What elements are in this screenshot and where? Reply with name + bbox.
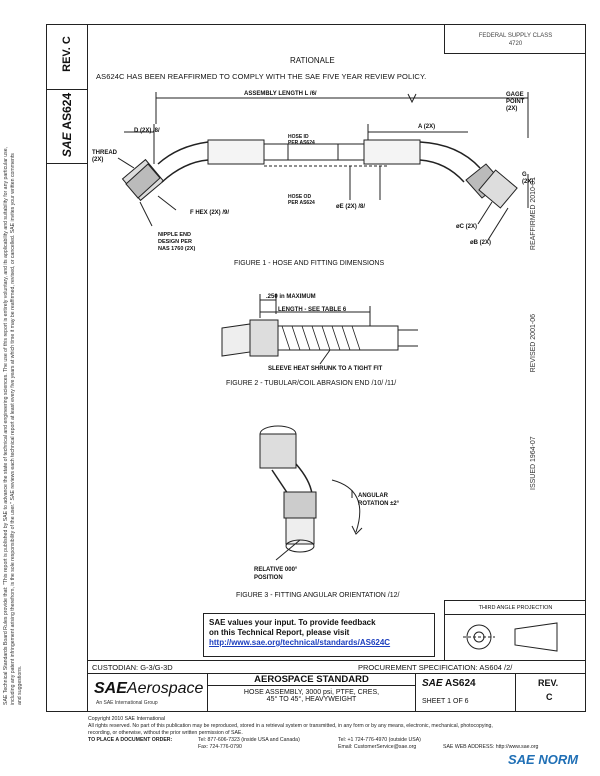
d-dimension-label: D (2X) /8/ <box>134 128 160 134</box>
rev-box-top: REV. C <box>46 24 88 90</box>
rights-text-2: recording, or otherwise, without the pri… <box>88 730 243 736</box>
rev-label: REV. <box>61 47 73 72</box>
rights-text: All rights reserved. No part of this pub… <box>88 723 493 729</box>
title-block: SAEAerospace An SAE International Group … <box>88 674 586 712</box>
title-rev-value: C <box>546 692 553 702</box>
e-dimension-label: øE (2X) /8/ <box>336 204 366 210</box>
figure-3-drawing <box>259 425 363 561</box>
order-email: Email: CustomerService@sae.org <box>338 744 417 750</box>
feedback-box: SAE values your input. To provide feedba… <box>203 613 435 657</box>
federal-class-label: FEDERAL SUPPLY CLASS <box>478 33 553 39</box>
side-note-text: SAE Technical Standards Board Rules prov… <box>3 146 23 705</box>
order-tel: Tel: 877-606-7323 (inside USA and Canada… <box>198 737 300 743</box>
title-center: AEROSPACE STANDARD HOSE ASSEMBLY, 3000 p… <box>208 674 416 712</box>
b-dimension-label: øB (2X) <box>470 240 491 246</box>
f-hex-label: F HEX (2X) /9/ <box>190 210 230 216</box>
angular-rotation-label: ANGULAR ROTATION ±2° <box>358 493 400 507</box>
figure-1-caption: FIGURE 1 - HOSE AND FITTING DIMENSIONS <box>234 260 385 267</box>
feedback-line-1: SAE values your input. To provide feedba… <box>209 618 376 627</box>
custodian-row: CUSTODIAN: G-3/G-3D PROCUREMENT SPECIFIC… <box>88 660 586 674</box>
revised-date: REVISED 2001-06 <box>530 314 537 373</box>
gage-point-label: GAGE POINT (2X) <box>506 92 525 112</box>
rationale-text: AS624C HAS BEEN REAFFIRMED TO COMPLY WIT… <box>96 72 427 81</box>
figure-3-caption: FIGURE 3 - FITTING ANGULAR ORIENTATION /… <box>236 592 400 599</box>
third-angle-projection-box: THIRD ANGLE PROJECTION <box>444 600 586 660</box>
sheet-label: SHEET 1 OF 6 <box>422 698 469 705</box>
figure-1-drawing <box>117 92 529 241</box>
brand-sae: SAE <box>94 680 127 697</box>
footer: Copyright 2010 SAE International All rig… <box>88 716 588 751</box>
sae-doc-number-vertical: SAE AS624 <box>46 90 88 164</box>
third-angle-label: THIRD ANGLE PROJECTION <box>445 601 586 615</box>
sae-mark: SAE <box>60 132 74 158</box>
figure-2-max-label: .250 in MAXIMUM <box>266 294 316 300</box>
rev-value: C <box>61 36 73 45</box>
nipple-end-label: NIPPLE END DESIGN PER NAS 1760 (2X) <box>158 232 196 252</box>
brand-sub: An SAE International Group <box>96 700 158 706</box>
hose-id-label: HOSE ID PER AS624 <box>288 134 315 146</box>
page-frame <box>46 24 586 712</box>
thread-label: THREAD (2X) <box>92 150 117 163</box>
title-rev-label: REV. <box>538 678 559 688</box>
title-line-1: HOSE ASSEMBLY, 3000 psi, PTFE, CRES, <box>243 689 380 696</box>
left-column: REV. C SAE AS624 <box>46 24 88 712</box>
order-label: TO PLACE A DOCUMENT ORDER: <box>88 737 173 743</box>
aerospace-standard-label: AEROSPACE STANDARD <box>208 674 415 686</box>
hose-od-label: HOSE OD PER AS624 <box>288 194 315 206</box>
order-tel-2: Tel: +1 724-776-4970 (outside USA) <box>338 737 421 743</box>
title-line-2: 45° TO 45°, HEAVYWEIGHT <box>266 696 357 703</box>
procurement-text: PROCUREMENT SPECIFICATION: AS604 /2/ <box>358 663 513 672</box>
figure-2-caption: FIGURE 2 - TUBULAR/COIL ABRASION END /10… <box>226 380 397 387</box>
federal-supply-class-box: FEDERAL SUPPLY CLASS 4720 <box>444 24 586 54</box>
c-dimension-label: øC (2X) <box>456 224 477 230</box>
g-dimension-label: G (2X) <box>522 172 534 185</box>
title-sae-mark: SAE <box>422 678 443 689</box>
third-angle-symbol-icon <box>463 622 558 652</box>
web-address[interactable]: SAE WEB ADDRESS: http://www.sae.org <box>443 744 539 750</box>
rev-box-bottom: REV. C <box>516 674 586 712</box>
sae-norm-watermark: SAE NORM <box>508 752 579 767</box>
issued-date: ISSUED 1964-07 <box>530 436 537 490</box>
brand-aerospace: Aerospace <box>126 680 204 697</box>
doc-number-box: SAE AS624 SHEET 1 OF 6 <box>416 674 516 712</box>
copyright-text: Copyright 2010 SAE International <box>88 716 165 722</box>
relative-position-label: RELATIVE 000° POSITION <box>254 567 298 581</box>
custodian-text: CUSTODIAN: G-3/G-3D <box>92 663 173 672</box>
federal-class-value: 4720 <box>508 41 523 47</box>
assembly-length-label: ASSEMBLY LENGTH L /6/ <box>244 91 317 97</box>
sae-aerospace-logo: SAEAerospace An SAE International Group <box>88 674 208 712</box>
feedback-line-2: on this Technical Report, please visit <box>209 628 350 637</box>
figure-2-sleeve-label: SLEEVE HEAT SHRUNK TO A TIGHT FIT <box>268 366 383 372</box>
order-fax: Fax: 724-776-0790 <box>198 744 242 750</box>
figure-2-drawing <box>221 294 418 365</box>
rationale-heading: RATIONALE <box>290 56 335 65</box>
title-doc-number: AS624 <box>444 678 476 689</box>
feedback-link[interactable]: http://www.sae.org/technical/standards/A… <box>209 638 391 647</box>
side-note: SAE Technical Standards Board Rules prov… <box>3 145 33 705</box>
a-dimension-label: A (2X) <box>418 124 436 130</box>
doc-number: AS624 <box>60 92 74 130</box>
figure-2-length-label: LENGTH - SEE TABLE 6 <box>278 307 347 313</box>
